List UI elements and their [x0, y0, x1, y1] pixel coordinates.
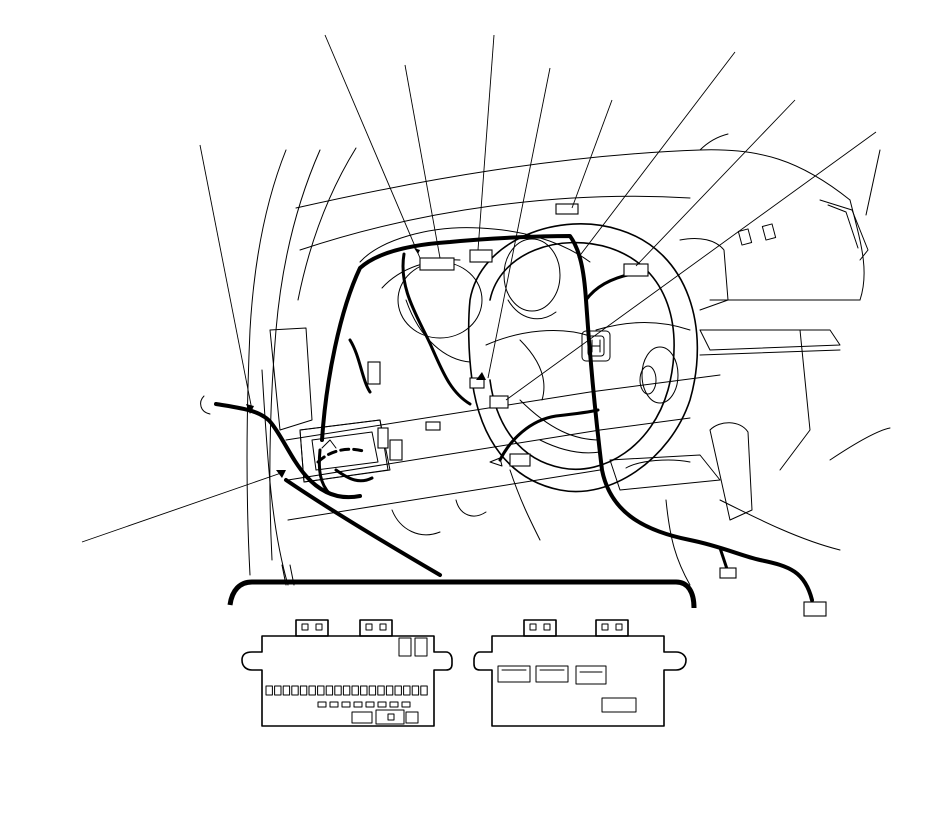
- leader-3: [477, 34, 495, 251]
- harness-connectors: [200, 203, 827, 617]
- fuse-slot: [403, 685, 411, 696]
- connector-c3: [469, 249, 493, 263]
- connector-c6: [469, 377, 485, 389]
- connector-c4: [623, 263, 649, 277]
- connector-c2: [419, 257, 455, 271]
- fuse-slot: [385, 685, 394, 696]
- leader-6: [577, 51, 736, 259]
- leader-8: [505, 131, 877, 401]
- fuse-slot: [282, 685, 291, 696]
- connector-c12: [803, 601, 827, 617]
- leader-2: [404, 64, 441, 259]
- fuse-box: [299, 419, 389, 483]
- unit-front-view: [241, 619, 453, 727]
- fuse-slot: [325, 685, 334, 696]
- unit-rear-view: [473, 619, 687, 727]
- fuse-slot: [360, 685, 368, 696]
- fuse-slot: [342, 685, 351, 696]
- fuse-slot: [420, 685, 428, 696]
- leader-9: [199, 144, 253, 411]
- fuse-slot: [274, 685, 282, 696]
- connector-c11: [719, 567, 737, 579]
- leader-5: [571, 99, 613, 209]
- lower-dash-panel: [269, 327, 721, 541]
- fuse-slot: [351, 685, 359, 696]
- fuse-slot: [411, 685, 420, 696]
- instrument-cluster: [359, 227, 591, 363]
- connector-c10: [389, 439, 403, 461]
- connector-c8: [425, 421, 441, 431]
- grommet: [200, 395, 211, 415]
- leader-1: [324, 34, 421, 259]
- fuse-slot: [377, 685, 385, 696]
- connector-c1: [555, 203, 579, 215]
- connector-c5: [367, 361, 381, 385]
- leader-10: [81, 471, 285, 543]
- fuse-slot: [317, 685, 325, 696]
- fuse-slot: [368, 685, 377, 696]
- connector-c7: [489, 395, 509, 409]
- main-wire-harness: [214, 234, 814, 602]
- dashboard-top-outline: [295, 133, 881, 301]
- fuse-slot: [291, 685, 299, 696]
- a-pillar-outline: [246, 147, 357, 586]
- center-console: [609, 223, 891, 586]
- leader-7: [635, 99, 796, 267]
- fuse-slot: [265, 685, 273, 696]
- connector-c9: [509, 453, 531, 467]
- fuse-slot: [299, 685, 308, 696]
- callout-leaders: [81, 34, 877, 543]
- leader-4: [487, 67, 551, 379]
- fuse-slot: [394, 685, 402, 696]
- unit-bracket: [227, 579, 697, 609]
- fuse-slot: [308, 685, 316, 696]
- fuse-slot: [334, 685, 342, 696]
